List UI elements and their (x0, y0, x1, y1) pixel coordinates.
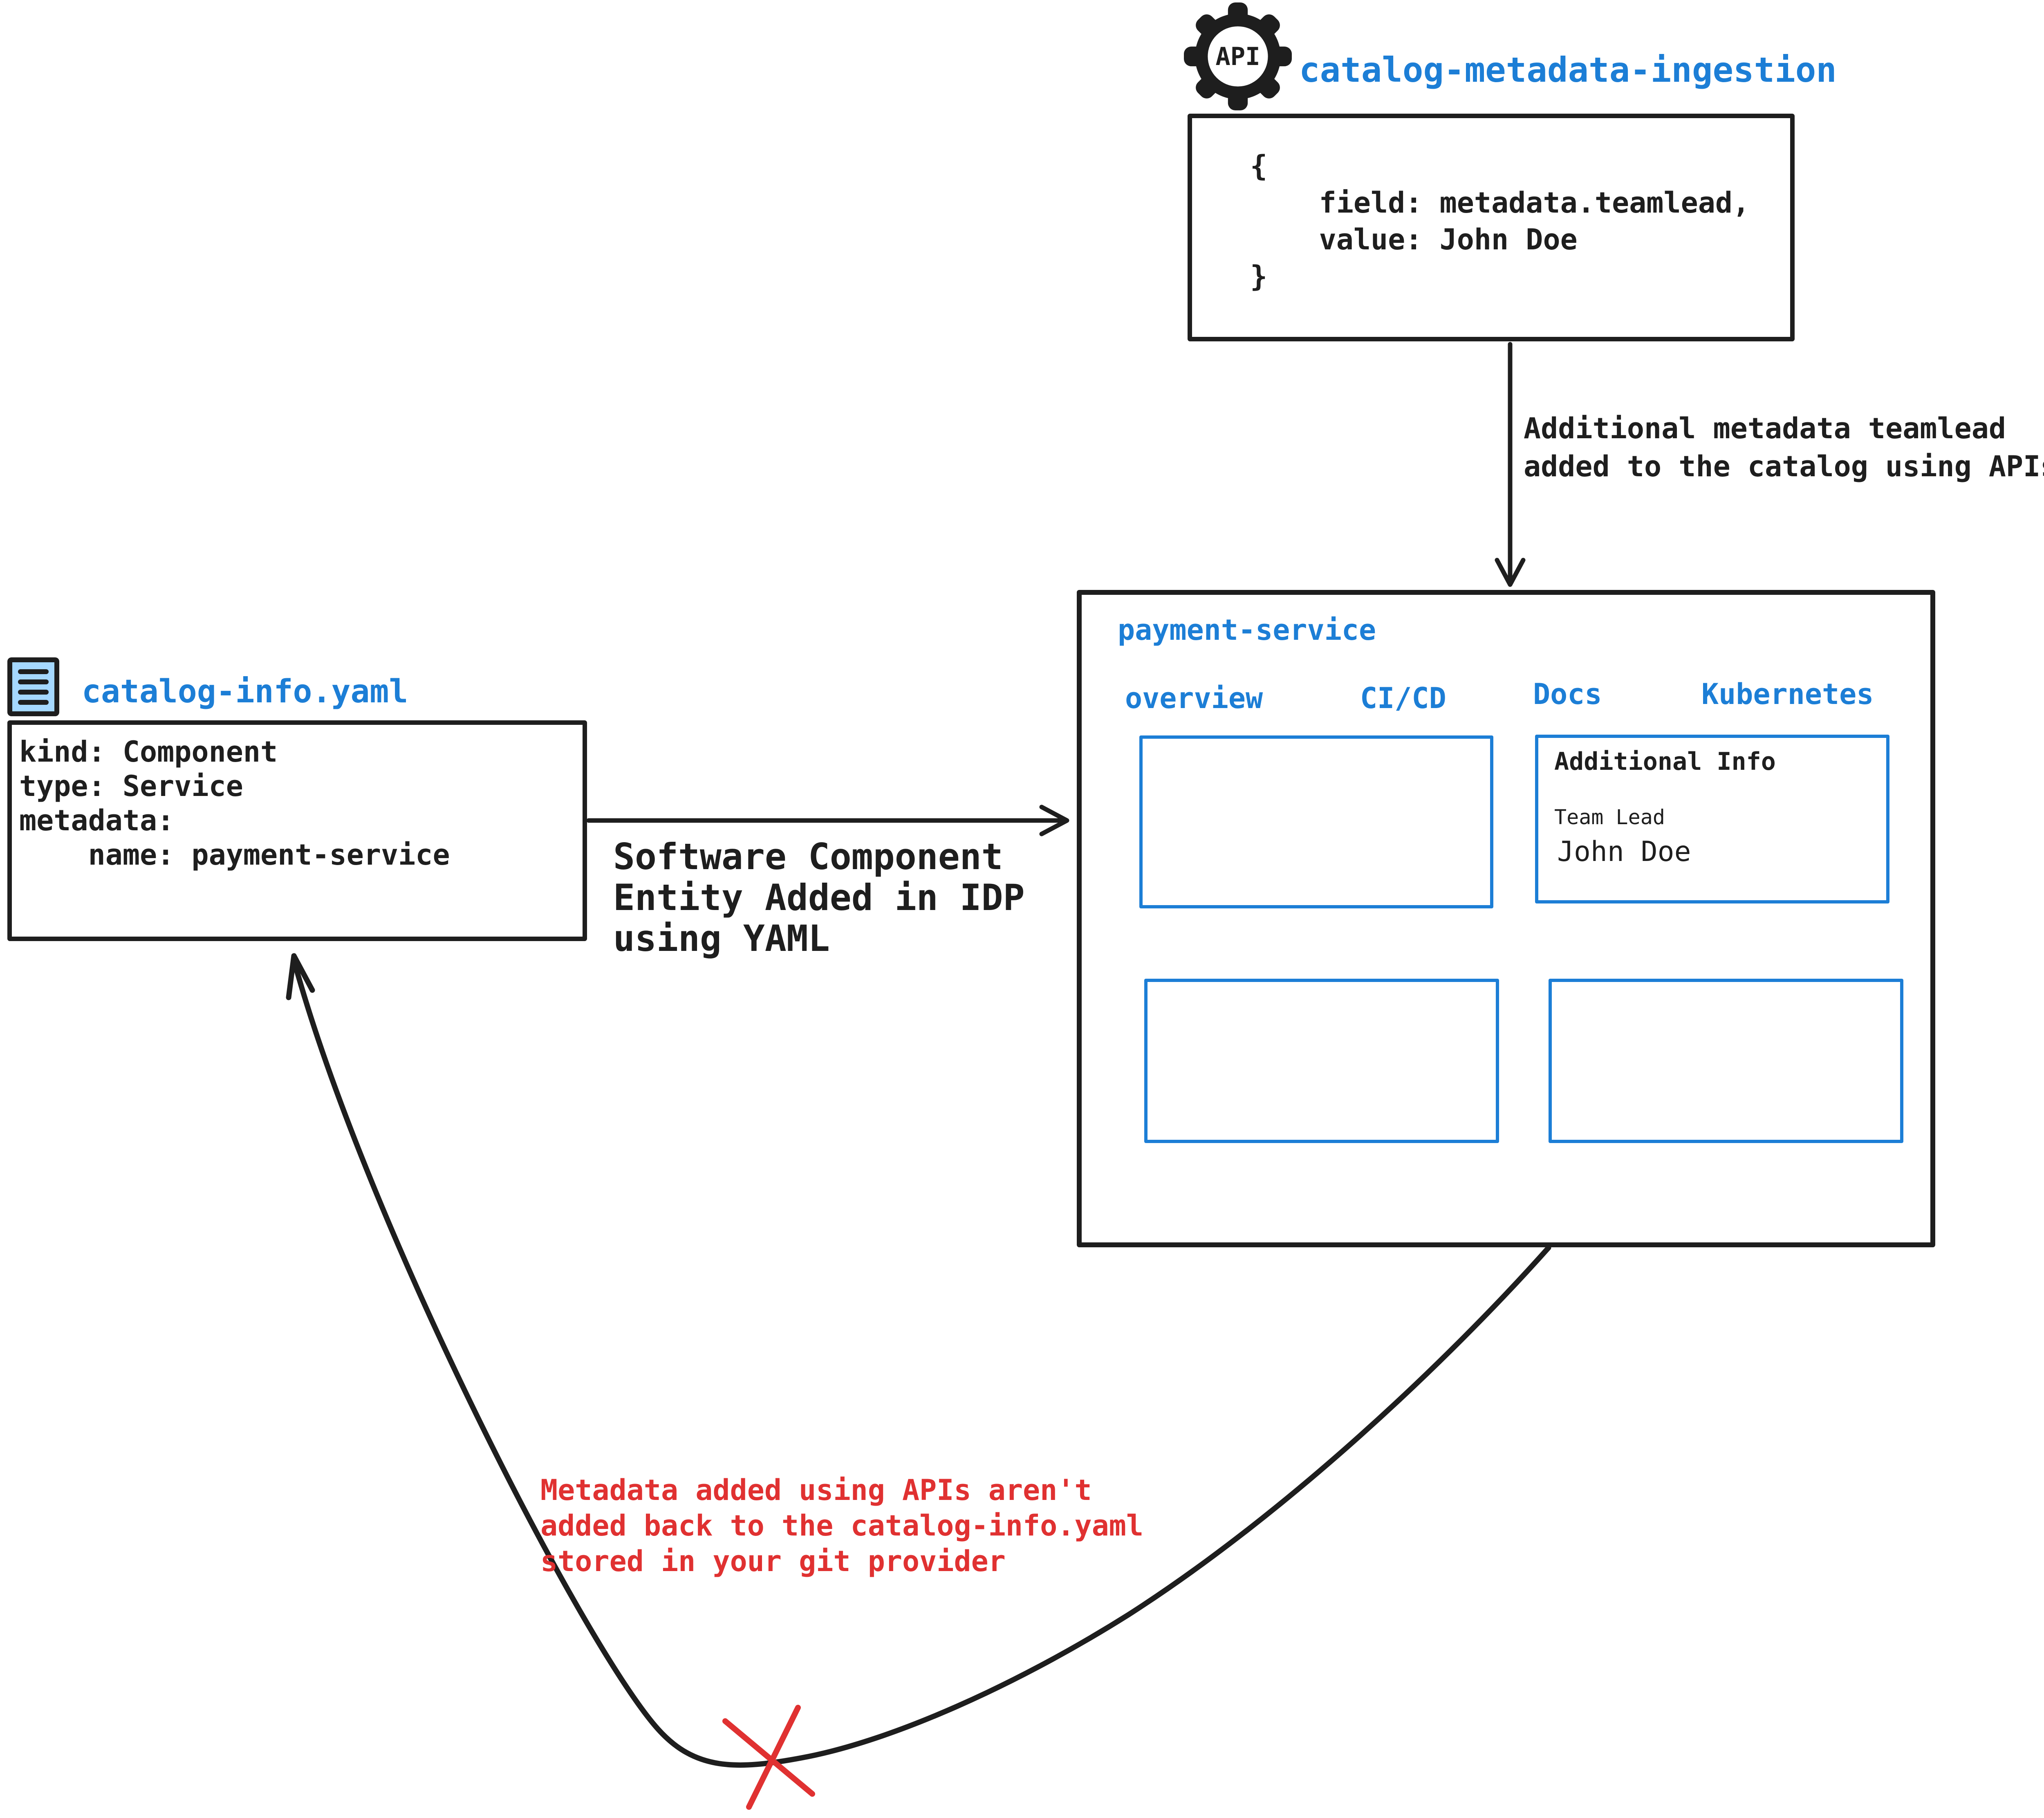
api-arrow-note-line: Additional metadata teamlead (1524, 412, 2006, 445)
portal-panel-empty (1549, 979, 1903, 1143)
panel-heading: Additional Info (1554, 747, 1776, 776)
yaml-document-icon-line (18, 699, 49, 705)
blocked-cross-icon (746, 1705, 801, 1810)
api-payload-line: field: metadata.teamlead, (1250, 186, 1750, 220)
portal-panel-additional-info: Additional Info Team Lead John Doe (1535, 735, 1889, 903)
api-payload-box: { field: metadata.teamlead, value: John … (1188, 114, 1795, 341)
yaml-code-line: type: Service (19, 769, 243, 803)
api-to-idp-arrowhead (1495, 558, 1526, 587)
yaml-document-icon-line (18, 689, 49, 695)
api-arrow-note: Additional metadata teamlead added to th… (1524, 410, 2044, 486)
blocked-cross-icon (722, 1718, 815, 1797)
idp-portal-box: payment-service overview CI/CD Docs Kube… (1077, 590, 1935, 1247)
yaml-arrow-note: Software Component Entity Added in IDP u… (613, 836, 1025, 959)
portal-panel-empty (1144, 979, 1499, 1143)
idp-to-yaml-return-curve (292, 962, 1551, 1768)
api-payload-line: { (1250, 149, 1268, 183)
yaml-code-line: name: payment-service (19, 838, 450, 872)
tab-docs: Docs (1533, 677, 1602, 711)
tab-kubernetes: Kubernetes (1701, 677, 1874, 711)
tab-overview: overview (1125, 681, 1263, 715)
yaml-code-line: metadata: (19, 804, 175, 837)
api-arrow-note-line: added to the catalog using APIs (1524, 450, 2044, 483)
panel-field-label: Team Lead (1554, 805, 1665, 829)
warning-note-line: added back to the catalog-info.yaml (540, 1509, 1144, 1542)
yaml-document-icon-line (18, 669, 49, 674)
panel-field-value: John Doe (1557, 836, 1691, 868)
api-gear-icon-label: API (1215, 43, 1260, 71)
api-service-title: catalog-metadata-ingestion (1299, 50, 1837, 90)
tab-cicd: CI/CD (1360, 681, 1446, 715)
yaml-arrow-note-line: Entity Added in IDP (613, 876, 1025, 919)
yaml-document-icon-line (18, 679, 49, 684)
warning-note: Metadata added using APIs aren't added b… (540, 1473, 1143, 1579)
idp-to-yaml-return-arrowhead (286, 953, 315, 1000)
yaml-to-idp-arrowhead (1039, 805, 1069, 836)
yaml-arrow-note-line: using YAML (613, 917, 830, 959)
yaml-code-line: kind: Component (19, 735, 278, 769)
api-payload-line: } (1250, 260, 1268, 293)
yaml-code-box: kind: Component type: Service metadata: … (7, 720, 587, 941)
yaml-file-title: catalog-info.yaml (82, 673, 408, 710)
idp-portal-title: payment-service (1118, 613, 1376, 647)
yaml-arrow-note-line: Software Component (613, 836, 1003, 878)
yaml-document-icon (7, 657, 59, 716)
portal-panel-empty (1139, 735, 1493, 908)
api-payload-line: value: John Doe (1250, 223, 1578, 256)
api-gear-icon: API (1184, 2, 1292, 110)
warning-note-line: Metadata added using APIs aren't (540, 1473, 1092, 1507)
warning-note-line: stored in your git provider (540, 1545, 1006, 1578)
